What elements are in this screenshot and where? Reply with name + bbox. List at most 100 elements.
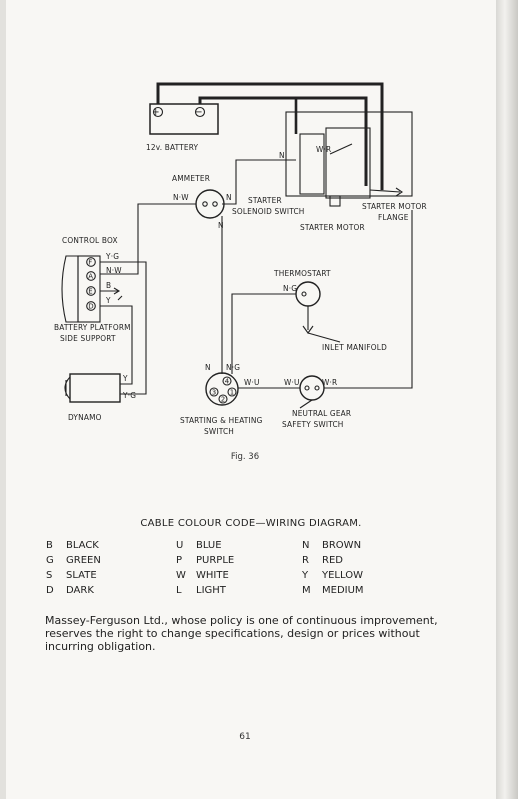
starting-heating-switch-symbol xyxy=(205,372,239,406)
page-number: 61 xyxy=(239,732,251,742)
battery-minus-label: − xyxy=(195,107,203,118)
cable-code-entry: M MEDIUM xyxy=(302,583,364,598)
battery-platform-label-2: SIDE SUPPORT xyxy=(60,333,116,343)
ammeter-symbol xyxy=(195,189,225,219)
switch-terminal-1 xyxy=(227,387,237,397)
switch-terminal-4-label: 4 xyxy=(225,378,230,386)
neutral-gear-label-1: NEUTRAL GEAR xyxy=(292,408,351,418)
terminal-a-label: A xyxy=(88,273,93,281)
terminal-a xyxy=(86,271,96,281)
battery-negative-terminal xyxy=(194,106,206,118)
code-colour: SLATE xyxy=(66,570,97,581)
wire-label-wu-sw: W·U xyxy=(244,377,260,387)
disclaimer-paragraph: Massey-Ferguson Ltd., whose policy is on… xyxy=(45,614,438,653)
thermostart-symbol xyxy=(295,281,321,307)
book-spine xyxy=(496,0,518,799)
wire-n-solenoid-ammeter xyxy=(222,159,296,205)
terminal-f xyxy=(86,257,96,267)
starter-motor-body xyxy=(325,127,371,199)
starter-motor-frame xyxy=(285,111,413,197)
wiring-diagram: + − 12v. BATTERY N W·R AMMETER N·W N N S… xyxy=(54,82,427,436)
wire-y-controlbox-dynamo xyxy=(100,305,133,385)
code-key: L xyxy=(176,585,182,596)
battery-platform-label-1: BATTERY PLATFORM xyxy=(54,322,131,332)
solenoid-label-1: STARTER xyxy=(248,195,282,205)
switch-terminal-2-label: 2 xyxy=(221,396,225,404)
wire-label-b-cb: B xyxy=(106,280,111,290)
wire-label-wu-ng: W·U xyxy=(284,377,300,387)
wire-label-n-sw: N xyxy=(205,362,211,372)
page-edge xyxy=(0,0,6,799)
code-key: M xyxy=(302,585,311,596)
wire-label-yg-cb: Y·G xyxy=(105,251,119,261)
code-colour: MEDIUM xyxy=(322,585,364,596)
wire-label-y-dyn: Y xyxy=(122,373,128,383)
thermostart-terminal xyxy=(301,291,307,297)
starter-solenoid-switch xyxy=(299,133,325,195)
solenoid-label-2: SOLENOID SWITCH xyxy=(232,206,305,216)
wire-label-nw-ammeter: N·W xyxy=(173,192,189,202)
terminal-d-label: D xyxy=(88,303,93,311)
code-colour: LIGHT xyxy=(196,585,226,596)
wire-wr-neutral-solenoid xyxy=(324,210,413,389)
terminal-d xyxy=(86,301,96,311)
starting-heating-label-1: STARTING & HEATING xyxy=(180,415,263,425)
terminal-f-label: F xyxy=(88,259,92,267)
code-key: R xyxy=(302,555,309,566)
wire-yg-controlbox-dynamo xyxy=(100,261,147,395)
cable-code-entry: R RED xyxy=(302,553,364,568)
switch-terminal-4 xyxy=(222,376,232,386)
battery-solenoid-cable xyxy=(200,96,298,134)
wire-label-n-down: N xyxy=(218,220,224,230)
control-box-label: CONTROL BOX xyxy=(62,235,118,245)
manual-page xyxy=(6,0,496,799)
battery-label: 12v. BATTERY xyxy=(146,142,199,152)
solenoid-contact xyxy=(329,143,353,155)
switch-terminal-1-label: 1 xyxy=(230,389,234,397)
battery-positive-terminal xyxy=(152,106,164,118)
code-colour: BLACK xyxy=(66,540,99,551)
flange-label-1: STARTER MOTOR xyxy=(362,201,427,211)
wire-label-n-top: N xyxy=(279,150,285,160)
code-key: S xyxy=(46,570,53,581)
wire-label-wr-top: W·R xyxy=(316,144,331,154)
battery-positive-cable xyxy=(156,82,384,190)
cable-code-entry: S SLATE xyxy=(46,568,101,583)
battery-symbol xyxy=(149,103,219,135)
terminal-e-label: E xyxy=(88,288,92,296)
wire-label-y-cb: Y xyxy=(105,295,111,305)
code-key: N xyxy=(302,540,310,551)
cable-code-entry: L LIGHT xyxy=(176,583,234,598)
code-colour: PURPLE xyxy=(196,555,235,566)
wire-y-tick xyxy=(117,295,123,301)
starter-motor-foot xyxy=(329,195,341,207)
ammeter-terminal-right xyxy=(212,201,218,207)
code-colour: RED xyxy=(322,555,343,566)
wire-label-ng-sw: N·G xyxy=(226,362,240,372)
code-colour: GREEN xyxy=(66,555,101,566)
neutral-terminal-left xyxy=(304,385,310,391)
neutral-leader xyxy=(299,399,313,409)
code-colour: WHITE xyxy=(196,570,229,581)
code-key: U xyxy=(176,540,184,551)
wire-label-ng-thermo: N·G xyxy=(283,283,297,293)
switch-terminal-2 xyxy=(218,394,228,404)
battery-plus-label: + xyxy=(152,107,160,118)
code-key: D xyxy=(46,585,54,596)
inlet-manifold-label: INLET MANIFOLD xyxy=(322,342,387,352)
thermostart-label: THERMOSTART xyxy=(273,268,331,278)
switch-terminal-3 xyxy=(209,387,219,397)
wire-label-nw-cb: N·W xyxy=(106,265,122,275)
control-box-terminals xyxy=(77,255,101,323)
cable-code-title: CABLE COLOUR CODE—WIRING DIAGRAM. xyxy=(140,518,362,529)
terminal-e xyxy=(86,286,96,296)
wire-label-yg-dyn: Y·G xyxy=(122,390,136,400)
